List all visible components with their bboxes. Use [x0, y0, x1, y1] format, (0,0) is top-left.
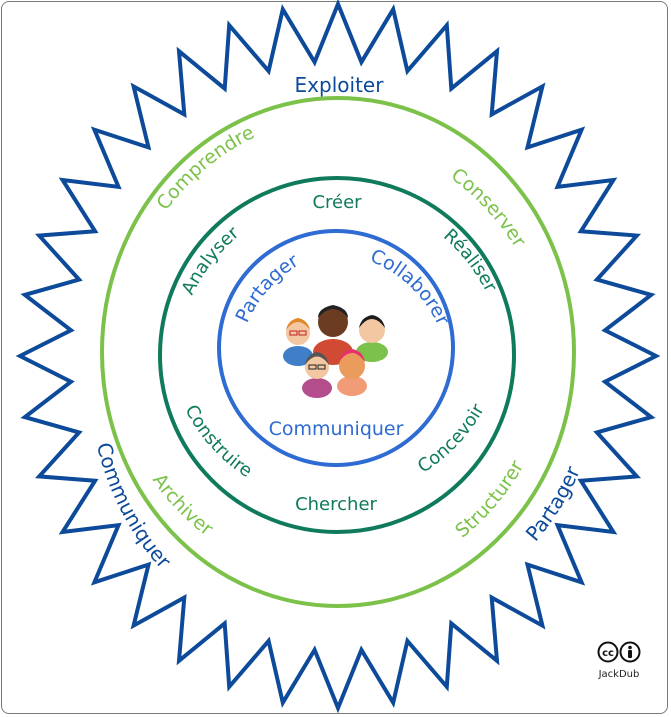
- teal-ring: [158, 176, 516, 534]
- person-front-left-icon: [302, 352, 332, 398]
- person-left-icon: [283, 318, 313, 366]
- green-ring: [100, 96, 576, 608]
- label-chercher: Chercher: [295, 494, 377, 515]
- creative-commons-icon: cc: [597, 641, 641, 663]
- blue-ring: [217, 229, 455, 467]
- license-badge: cc JackDub: [596, 641, 642, 680]
- author-credit: JackDub: [598, 669, 640, 680]
- label-creer: Créer: [312, 192, 362, 213]
- cc-glyph: cc: [602, 648, 614, 659]
- people-group-illustration: [283, 305, 388, 398]
- person-right-icon: [356, 315, 388, 362]
- person-front-right-icon: [337, 349, 367, 396]
- label-exploiter: Exploiter: [295, 73, 385, 97]
- label-communiquer-inner: Communiquer: [269, 418, 404, 440]
